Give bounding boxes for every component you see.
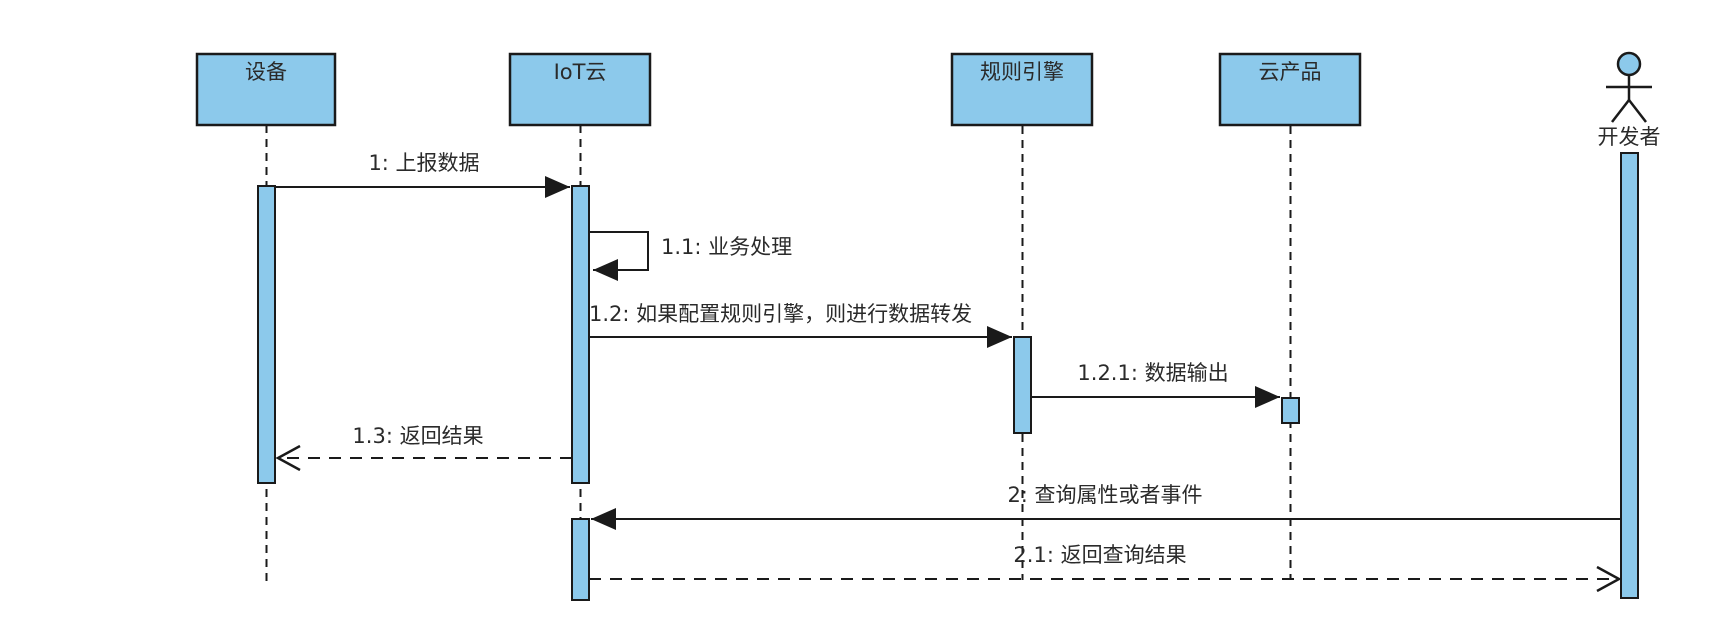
message-1-1-arrow <box>589 231 649 281</box>
participant-iot-cloud: IoT云 <box>508 52 652 127</box>
participant-device-box <box>195 52 337 127</box>
actor-developer-head-icon <box>1616 51 1642 77</box>
participant-iot-cloud-label: IoT云 <box>554 60 607 84</box>
message-1-2-1-label: 1.2.1: 数据输出 <box>1077 361 1228 385</box>
activation-rule-engine <box>1013 336 1032 434</box>
message-2-1-label: 2.1: 返回查询结果 <box>1013 543 1186 567</box>
message-2-1: 2.1: 返回查询结果 <box>589 543 1619 579</box>
participant-cloud-product-box <box>1218 52 1362 127</box>
message-2: 2: 查询属性或者事件 <box>591 483 1621 530</box>
actor-developer-leg-left <box>1611 99 1630 123</box>
message-1-2: 1.2: 如果配置规则引擎，则进行数据转发 <box>589 302 1012 348</box>
activation-iot-cloud-1 <box>571 185 590 484</box>
actor-developer-label: 开发者 <box>1598 125 1661 149</box>
message-1-2-label: 1.2: 如果配置规则引擎，则进行数据转发 <box>589 302 972 326</box>
activation-cloud-product <box>1281 397 1300 424</box>
participant-rule-engine-label: 规则引擎 <box>980 60 1064 84</box>
participant-cloud-product-label: 云产品 <box>1259 60 1322 84</box>
activation-device <box>257 185 276 484</box>
message-2-label: 2: 查询属性或者事件 <box>1007 483 1202 507</box>
message-1-2-1: 1.2.1: 数据输出 <box>1031 361 1280 408</box>
participant-device: 设备 <box>195 52 337 127</box>
message-1-3: 1.3: 返回结果 <box>278 424 572 458</box>
message-1-3-label: 1.3: 返回结果 <box>352 424 483 448</box>
message-1-label: 1: 上报数据 <box>368 151 479 175</box>
actor-developer: 开发者 <box>1598 51 1661 149</box>
participant-device-label: 设备 <box>245 60 287 84</box>
participant-iot-cloud-box <box>508 52 652 127</box>
participant-rule-engine-box <box>950 52 1094 127</box>
activation-iot-cloud-2 <box>571 518 590 601</box>
actor-developer-leg-right <box>1628 99 1647 123</box>
message-1-1: 1.1: 业务处理 <box>589 231 792 281</box>
activation-developer <box>1620 152 1639 599</box>
participant-rule-engine: 规则引擎 <box>950 52 1094 127</box>
participant-cloud-product: 云产品 <box>1218 52 1362 127</box>
message-1-1-label: 1.1: 业务处理 <box>661 235 792 259</box>
message-1: 1: 上报数据 <box>275 151 570 198</box>
